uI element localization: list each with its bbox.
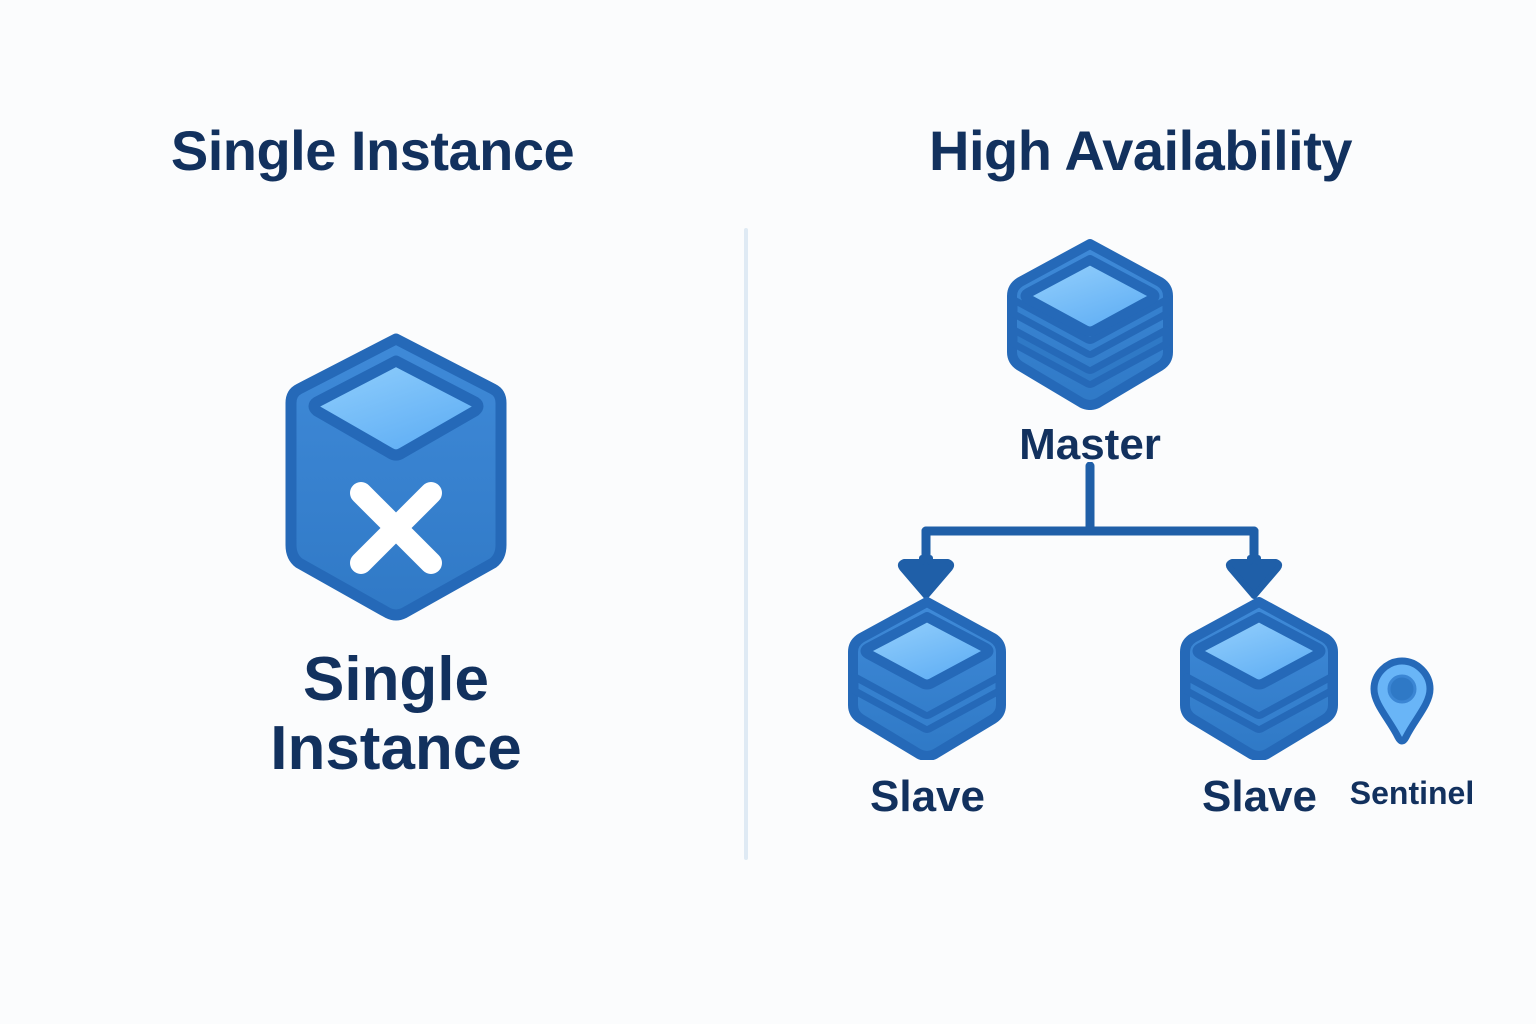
panel-divider [744,228,748,860]
database-stack-icon [848,597,1006,761]
node-master[interactable] [1000,238,1180,410]
node-label-sentinel: Sentinel [1349,775,1475,811]
node-label-master: Master [1019,420,1161,469]
arrowhead-right [1225,555,1283,599]
sentinel-pin-core [1387,674,1417,704]
node-slave-1[interactable] [845,597,1010,761]
caption-line-2: Instance [270,714,522,784]
node-label-single-instance: Single Instance [198,645,594,784]
x-mark-icon [350,482,442,574]
node-label-slave-2: Slave [1202,772,1317,821]
cube-top-face [308,355,484,461]
stack-layer-3 [1010,326,1170,388]
node-single-instance[interactable] [283,333,509,621]
stack-top-face [1020,255,1160,337]
node-label-slave-1: Slave [870,772,985,821]
stack-layer-2 [851,673,1003,733]
arrowhead-left [897,555,955,599]
node-slave-2[interactable] [1177,597,1342,761]
stack-layer-2 [1010,296,1170,358]
stack-layer-2 [1183,673,1335,733]
cube-node-icon [285,333,507,621]
panel-title-single-instance: Single Instance [170,119,575,182]
panel-single-instance: Single Instance [0,0,745,1024]
panel-title-high-availability: High Availability [929,119,1352,182]
stack-top-face [1192,612,1326,690]
database-stack-icon [1180,597,1338,761]
panel-high-availability: High Availability [745,0,1536,1024]
connector-master-to-slaves [880,461,1300,602]
database-stack-icon [1007,239,1173,410]
node-sentinel[interactable] [1368,657,1436,753]
caption-line-1: Single [302,645,490,714]
sentinel-pin-icon [1370,657,1434,745]
stack-top-face [860,612,994,690]
